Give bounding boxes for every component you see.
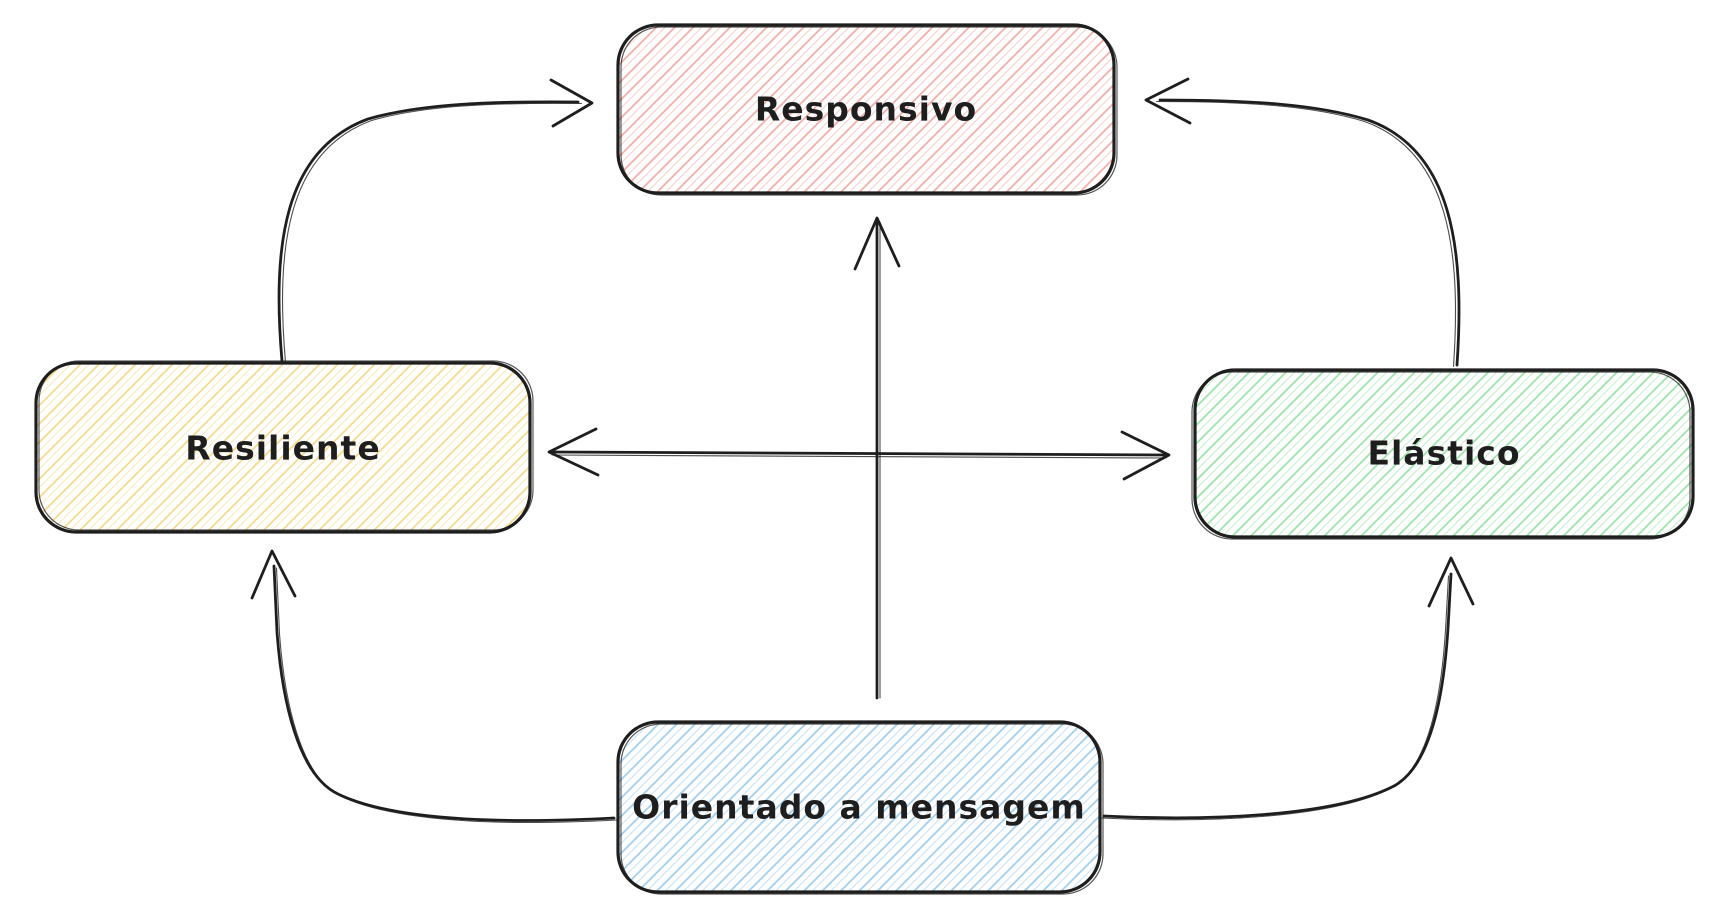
node-responsivo[interactable]: Responsivo	[616, 23, 1118, 196]
edge-orientado-to-responsivo[interactable]	[853, 216, 901, 700]
node-orientado[interactable]: Orientado a mensagem	[616, 720, 1104, 895]
node-resiliente[interactable]: Resiliente	[34, 360, 534, 534]
edge-elastico-to-responsivo[interactable]	[1144, 77, 1461, 368]
arrowhead-up-icon	[1427, 556, 1475, 608]
arrowhead-right-icon	[1120, 430, 1171, 481]
node-orientado-label: Orientado a mensagem	[632, 788, 1086, 827]
arrowhead-left-icon	[547, 427, 600, 477]
edge-orientado-to-elastico[interactable]	[1100, 556, 1475, 821]
arrowhead-right-icon	[549, 78, 594, 128]
edge-resiliente-elastico[interactable]	[547, 427, 1171, 481]
arrowhead-up-icon	[250, 549, 297, 600]
node-resiliente-label: Resiliente	[185, 429, 380, 468]
node-elastico[interactable]: Elástico	[1191, 368, 1695, 540]
edge-orientado-to-resiliente[interactable]	[250, 549, 618, 824]
arrowhead-up-icon	[853, 216, 901, 271]
arrowhead-left-icon	[1144, 77, 1192, 125]
edge-resiliente-to-responsivo[interactable]	[277, 78, 594, 364]
node-elastico-label: Elástico	[1367, 434, 1520, 473]
node-responsivo-label: Responsivo	[755, 90, 977, 129]
